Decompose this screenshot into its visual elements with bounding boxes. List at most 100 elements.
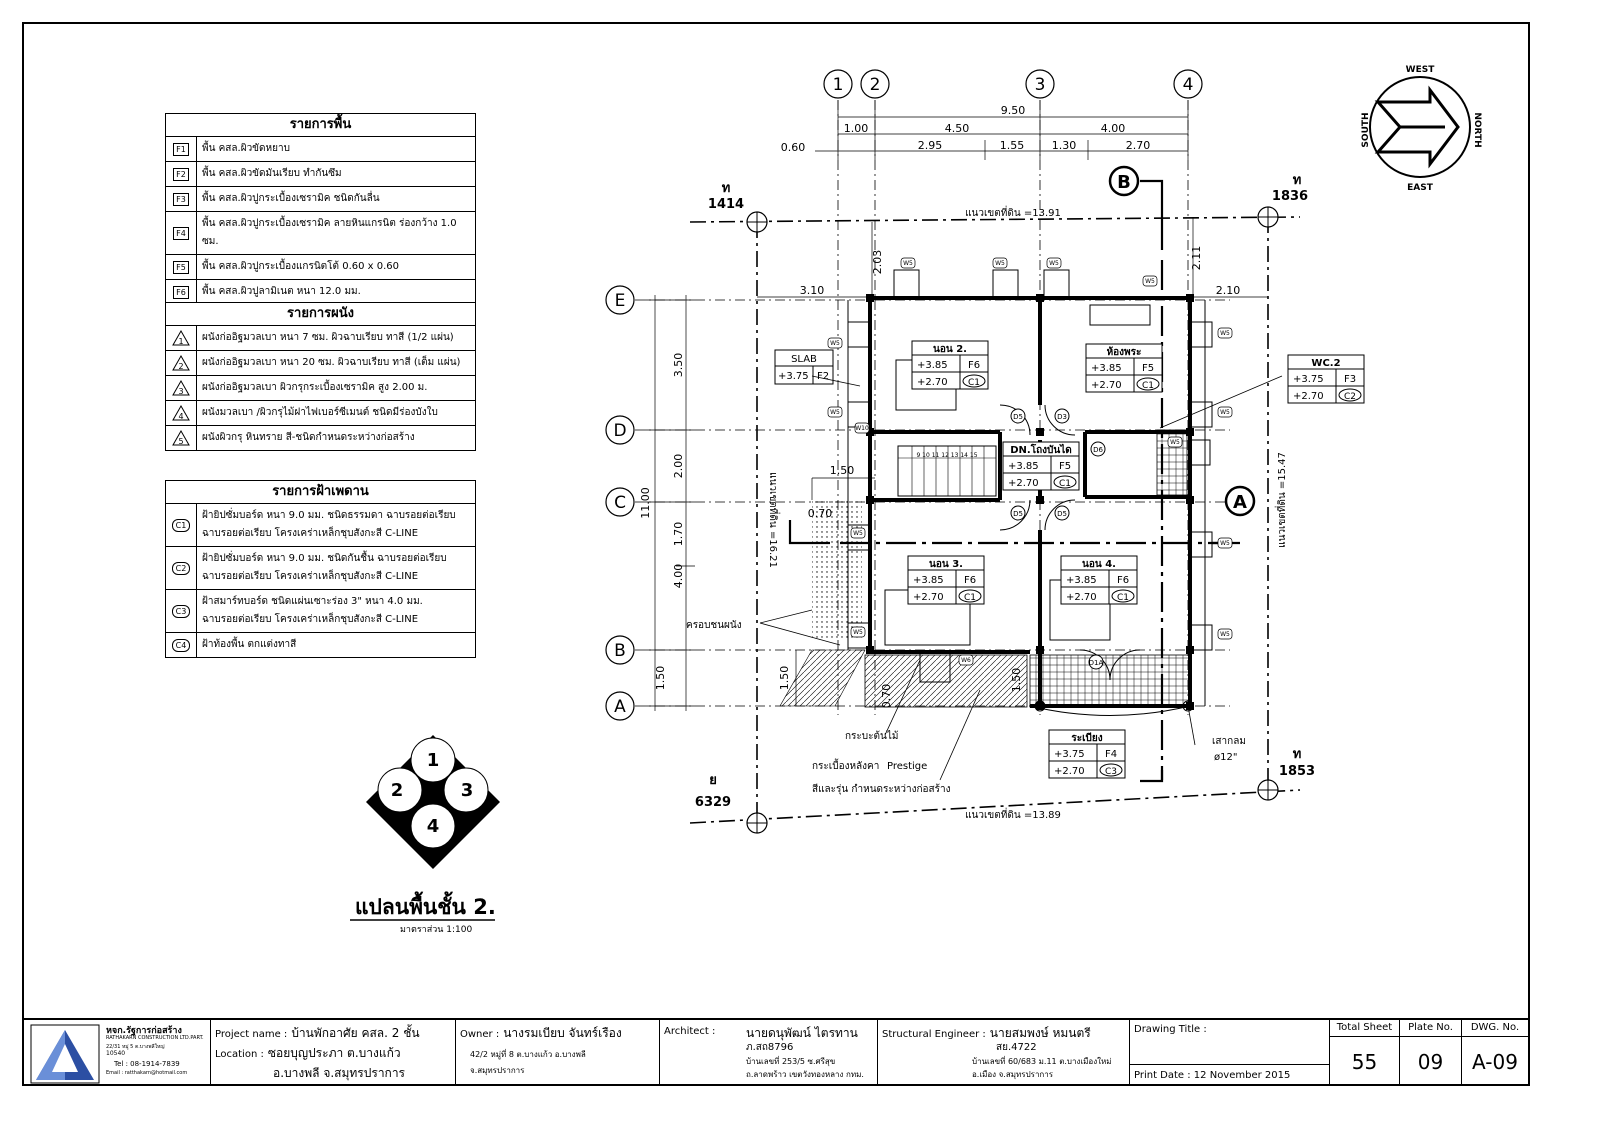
room-ceiling-code: C1 [1142, 381, 1154, 391]
window-tag-label: W5 [903, 260, 913, 267]
room-ceiling-code: C1 [964, 593, 976, 603]
wall-table-title: รายการผนัง [166, 303, 475, 326]
company-tel: Tel : 08-1914-7839 [114, 1060, 180, 1068]
table-row: C2 ฝ้ายิปซั่มบอร์ด หนา 9.0 มม. ชนิดกันชื้… [166, 547, 475, 590]
architect-reg: ภ.สถ8796 [746, 1042, 794, 1053]
dim-label: 1.50 [778, 666, 791, 691]
door-tag-label: D3 [1057, 413, 1067, 421]
dim-label: 1.50 [1010, 668, 1023, 693]
row-text: ฝ้ายิปซั่มบอร์ด หนา 9.0 มม. ชนิดกันชื้น … [202, 553, 447, 564]
dim-label: 1.50 [830, 464, 855, 477]
section-a-marker: A [1233, 492, 1247, 513]
dwg-label: DWG. No. [1470, 1022, 1520, 1033]
key-plan-label: 1 [427, 750, 440, 771]
dim-label: 2.03 [871, 250, 884, 275]
wall-type-triangle-icon: 3 [172, 379, 190, 396]
room-name: ห้องพระ [1107, 346, 1142, 358]
room-name: นอน 2. [933, 344, 967, 355]
door-tag: D5 [1010, 408, 1026, 424]
row-code: 3 [166, 376, 197, 400]
row-text: ฉาบรอยต่อเรียบ โครงเคร่าเหล็กชุบสังกะสี … [202, 571, 419, 582]
window-tag-label: W5 [1049, 260, 1059, 267]
compass-south: SOUTH [1361, 112, 1371, 147]
property-boundary [689, 216, 1301, 824]
ceiling-table-title: รายการฝ้าเพดาน [166, 481, 475, 504]
north-arrow [1369, 76, 1471, 178]
room-floor-code: F6 [968, 360, 980, 371]
drawing-title-label: Drawing Title : [1134, 1024, 1207, 1035]
window-tag: W5 [827, 406, 843, 418]
row-text: ผนังผิวกรุ หินทราย สี-ชนิดกำหนดระหว่างก่… [202, 432, 415, 443]
room-ceiling-level: +2.70 [1008, 478, 1039, 489]
owner-name: นางรมเบียบ จันทร์เรือง [503, 1026, 622, 1040]
architect-address-2: ถ.ลาดพร้าว เขตวังทองหลาง กทม. [746, 1070, 864, 1079]
grid-axis-label: 3 [1035, 75, 1046, 95]
dwg-value: A-09 [1472, 1050, 1518, 1074]
window-tag: W5 [1217, 628, 1233, 640]
engineer-address-1: บ้านเลขที่ 60/683 ม.11 ต.บางเมืองใหม่ [972, 1057, 1112, 1066]
ceiling-code-badge: C2 [171, 561, 191, 575]
owner-address-1: 42/2 หมู่ที่ 8 ต.บางแก้ว อ.บางพลี [470, 1050, 586, 1059]
row-text: พื้น คสล.ผิวปูกระเบื้องแกรนิตโต้ 0.60 x … [202, 261, 400, 272]
room-name: นอน 4. [1082, 559, 1116, 570]
marker-label: ท [722, 181, 731, 196]
grid-axis-label: B [614, 641, 626, 661]
room-floor-code: F5 [1059, 461, 1071, 472]
window-tag-label: W5 [1145, 278, 1155, 285]
total-sheet-value: 55 [1351, 1050, 1378, 1074]
window-tag: W5 [900, 257, 916, 269]
room-level: +3.85 [913, 575, 944, 586]
window-tag-label: W5 [1170, 439, 1180, 446]
row-text: พื้น คสล.ผิวปูกระเบื้องเซรามิค ชนิดกันลื… [202, 193, 380, 204]
dim-overall-height: 11.00 [639, 487, 652, 519]
company-name-en: RATHAKARN CONSTRUCTION LTD.PART. [106, 1035, 204, 1041]
window-tag-label: W5 [1220, 409, 1230, 416]
window-tag-label: W5 [853, 530, 863, 537]
table-row: F5 พื้น คสล.ผิวปูกระเบื้องแกรนิตโต้ 0.60 … [166, 255, 475, 280]
room-floor-code: F6 [964, 575, 976, 586]
marker-number: 1836 [1272, 189, 1308, 204]
door-tag: D5 [1054, 505, 1070, 521]
room-ceiling-code: C2 [1344, 392, 1356, 402]
note-prestige: Prestige [887, 761, 927, 772]
dim-label: 0.70 [808, 507, 833, 520]
slab-floor-code: F2 [817, 371, 829, 382]
marker-number: 6329 [695, 795, 731, 810]
dim-label: 1.55 [1000, 139, 1025, 152]
window-tag: W6 [958, 654, 974, 666]
floor-code-badge: F5 [173, 260, 189, 274]
marker-label: ย [709, 773, 717, 788]
room-name: WC.2 [1311, 358, 1340, 369]
wall-type-triangle-icon: 1 [172, 329, 190, 346]
window-tag: W5 [850, 527, 866, 539]
architect-label: Architect : [664, 1026, 716, 1037]
svg-text:4: 4 [178, 412, 183, 421]
svg-text:1: 1 [178, 337, 183, 346]
boundary-label: แนวเขตที่ดิน =15.47 [1274, 452, 1288, 548]
row-code: 5 [166, 426, 197, 450]
dim-label: 4.00 [1101, 122, 1126, 135]
engineer-label: Structural Engineer : [882, 1029, 986, 1040]
door-tag: D3 [1054, 408, 1070, 424]
dim-label: 1.00 [844, 122, 869, 135]
architect-name: นายดนุพัฒน์ ไตรทาน [746, 1026, 858, 1040]
room-ceiling-level: +2.70 [1066, 592, 1097, 603]
company-logo [30, 1024, 100, 1084]
room-name: DN.โถงบันได [1010, 443, 1071, 456]
dim-label: 2.00 [672, 454, 685, 479]
row-code: F3 [166, 187, 197, 211]
dim-label: 4.00 [672, 564, 685, 589]
owner-block: Owner : นางรมเบียบ จันทร์เรือง 42/2 หมู่… [456, 1020, 660, 1084]
floor-code-badge: F1 [173, 142, 189, 156]
room-ceiling-level: +2.70 [1054, 766, 1085, 777]
marker-number: 1853 [1279, 764, 1315, 779]
note-wall-cover: ครอบชนผนัง [686, 620, 742, 631]
